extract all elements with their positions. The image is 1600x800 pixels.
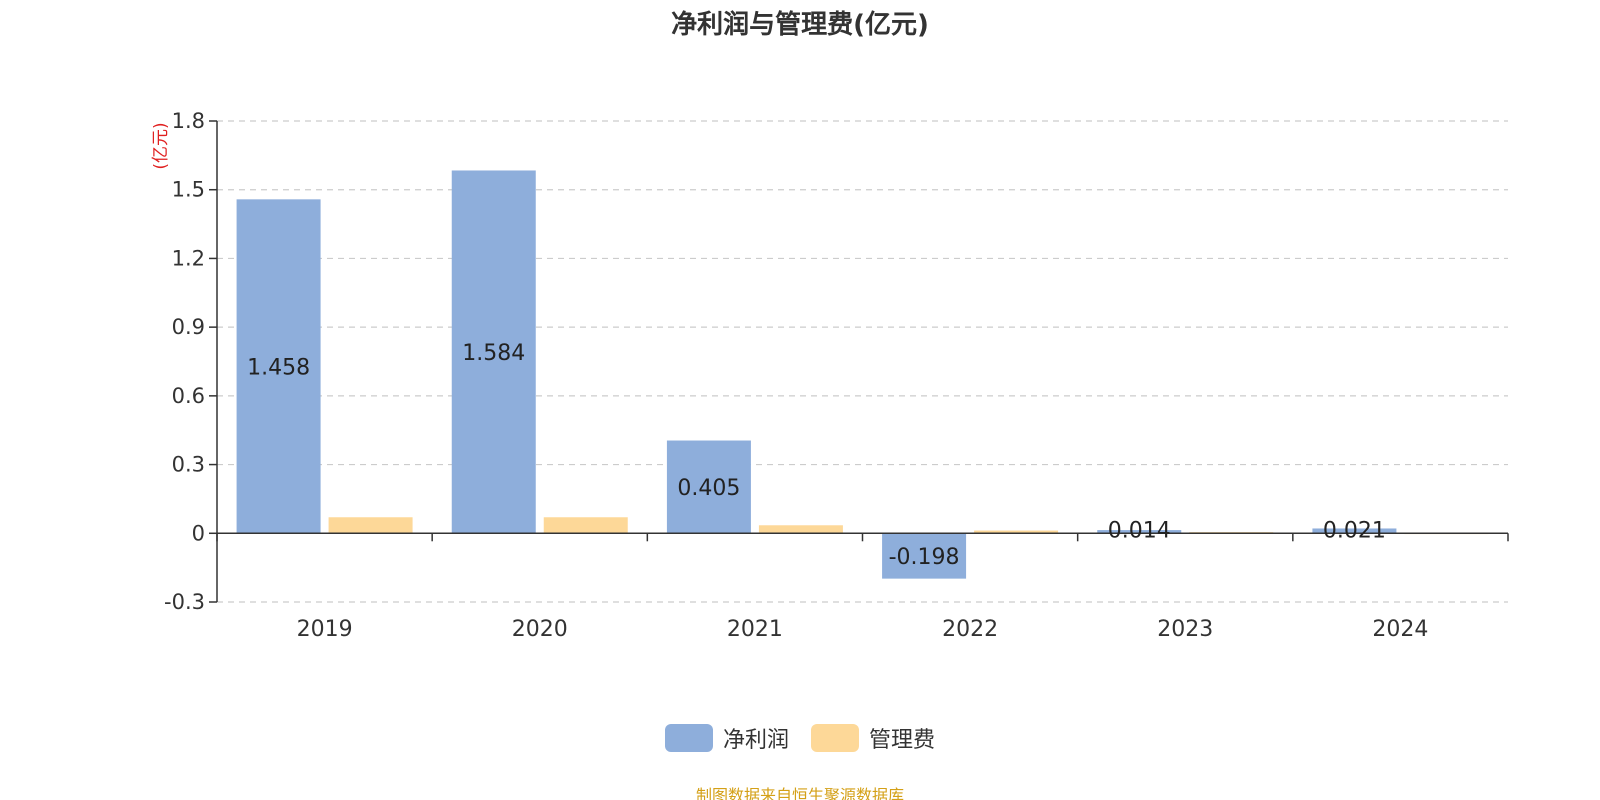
legend-item-management-fee[interactable]: 管理费 <box>811 722 935 754</box>
data-labels: 1.458 1.584 0.405 -0.198 0.014 0.021 <box>247 341 1386 570</box>
legend: 净利润 管理费 <box>0 722 1600 754</box>
bar-net-profit[interactable] <box>451 170 536 534</box>
x-tick-label: 2020 <box>512 617 568 642</box>
data-label-net-profit: 0.405 <box>677 476 740 501</box>
y-tick-label: 0 <box>192 521 205 545</box>
bar-net-profit[interactable] <box>236 199 321 534</box>
y-tick-label: 1.5 <box>172 178 205 202</box>
data-label-net-profit: 0.021 <box>1323 518 1386 543</box>
data-label-net-profit: -0.198 <box>889 545 960 570</box>
data-label-net-profit: 1.584 <box>462 341 525 366</box>
bar-net-profit[interactable] <box>666 440 751 534</box>
bar-net-profit[interactable] <box>882 533 967 579</box>
x-tick-label: 2019 <box>297 617 353 642</box>
legend-swatch-management-fee <box>811 724 859 752</box>
bar-net-profit[interactable] <box>1312 528 1397 534</box>
y-tick-label: 0.3 <box>172 453 205 477</box>
legend-item-net-profit[interactable]: 净利润 <box>664 722 789 754</box>
x-tick-label: 2023 <box>1157 617 1213 642</box>
y-axis-unit-label: (亿元) <box>151 122 171 169</box>
y-tick-label: 0.6 <box>172 384 205 408</box>
bar-management-fee[interactable] <box>974 530 1059 534</box>
data-source-note: 制图数据来自恒生聚源数据库 <box>695 786 904 800</box>
data-label-net-profit: 0.014 <box>1108 518 1171 543</box>
legend-swatch-net-profit <box>664 724 713 752</box>
x-tick-label: 2022 <box>942 617 998 642</box>
y-tick-label: 1.2 <box>172 246 205 270</box>
x-tick-label: 2021 <box>727 617 783 642</box>
legend-label-management-fee: 管理费 <box>869 728 936 753</box>
bars <box>236 170 1489 579</box>
chart-title: 净利润与管理费(亿元) <box>671 10 929 40</box>
bar-chart: -0.3 0 0.3 0.6 0.9 1.2 1.5 1.8(亿元) 2019 2020 2021 2… <box>151 109 1509 642</box>
axes: -0.3 0 0.3 0.6 0.9 1.2 1.5 1.8(亿元) 2019 2020 2021 2… <box>151 109 1509 642</box>
x-tick-label: 2024 <box>1372 617 1428 642</box>
bar-net-profit[interactable] <box>1097 530 1182 534</box>
bar-management-fee[interactable] <box>543 517 628 534</box>
bar-management-fee[interactable] <box>328 517 413 534</box>
y-tick-label: -0.3 <box>164 590 205 614</box>
y-tick-label: 1.8 <box>172 109 205 133</box>
bar-management-fee[interactable] <box>758 525 843 534</box>
data-label-net-profit: 1.458 <box>247 355 310 380</box>
legend-label-net-profit: 净利润 <box>722 728 789 753</box>
y-tick-label: 0.9 <box>172 315 205 339</box>
